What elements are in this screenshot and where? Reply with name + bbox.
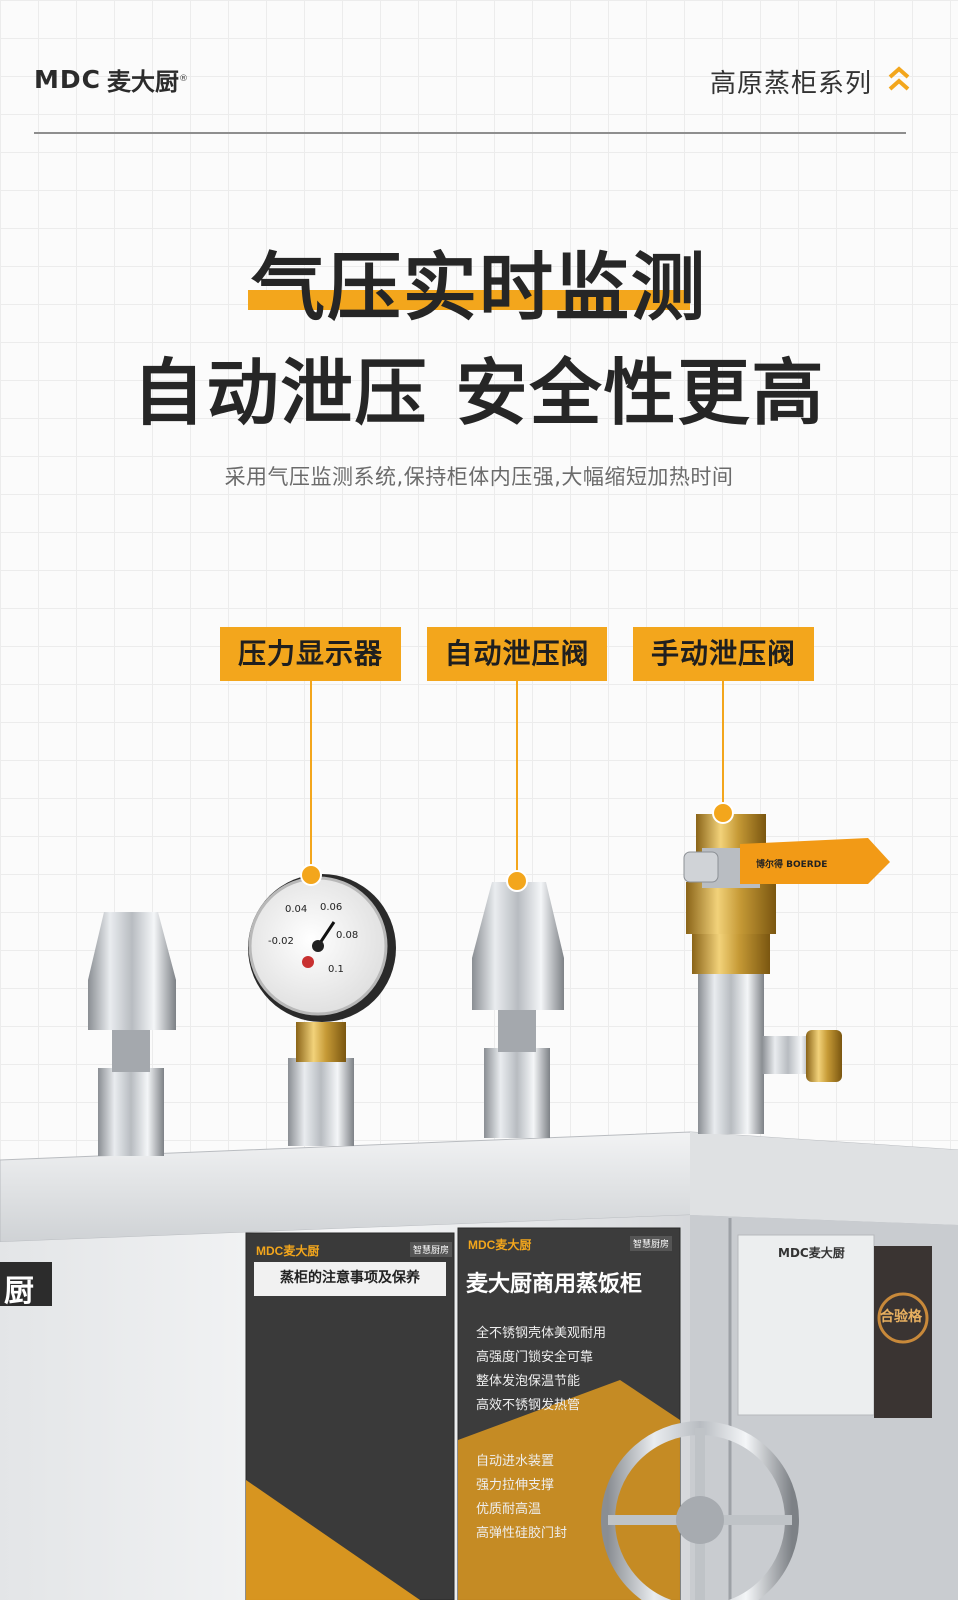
double-chevron-up-icon <box>888 66 910 91</box>
product-badge: 智慧厨房 <box>630 1236 673 1251</box>
feature-item: 优质耐高温 <box>476 1502 542 1517</box>
callout-connector <box>310 681 312 867</box>
notice-logo: MDC麦大厨 <box>256 1244 320 1258</box>
callout-auto-relief-valve: 自动泄压阀 <box>427 627 607 681</box>
series-title: 高原蒸柜系列 <box>709 69 872 99</box>
gauge-label: 0.1 <box>328 964 344 975</box>
feature-item: 高强度门锁安全可靠 <box>476 1350 594 1365</box>
title-highlight-bar <box>248 290 690 310</box>
steam-cabinet-illustration: 0.04 0.06 -0.02 0.08 0.1 <box>0 814 958 1600</box>
callout-marker <box>506 870 528 892</box>
feature-item: 整体发泡保温节能 <box>476 1374 581 1389</box>
gauge-label: 0.06 <box>320 902 342 913</box>
gauge-label: 0.04 <box>285 904 307 915</box>
callout-marker <box>712 802 734 824</box>
nameplate-logo: MDC麦大厨 <box>778 1246 845 1260</box>
header-divider <box>34 132 906 134</box>
registered-mark: ® <box>178 74 188 84</box>
feature-item: 高弹性硅胶门封 <box>476 1526 568 1541</box>
product-features: 全不锈钢壳体美观耐用 高强度门锁安全可靠 整体发泡保温节能 高效不锈钢发热管 <box>476 1322 606 1418</box>
feature-item: 全不锈钢壳体美观耐用 <box>476 1326 607 1341</box>
logo-latin: MDC <box>34 64 101 94</box>
feature-item: 自动进水装置 <box>476 1454 555 1469</box>
brand-logo: MDC 麦大厨 ® <box>34 64 188 96</box>
callout-manual-relief-valve: 手动泄压阀 <box>633 627 814 681</box>
product-title: 麦大厨商用蒸饭柜 <box>466 1272 643 1297</box>
gauge-label: -0.02 <box>268 936 294 947</box>
feature-item: 高效不锈钢发热管 <box>476 1398 581 1413</box>
cert-seal: 合验格 <box>880 1309 922 1325</box>
notice-badge: 智慧厨房 <box>410 1242 453 1257</box>
logo-cn: 麦大厨 <box>106 67 179 96</box>
product-logo: MDC麦大厨 <box>468 1238 532 1252</box>
feature-item: 强力拉伸支撑 <box>476 1478 555 1493</box>
side-logo: 厨 <box>4 1274 34 1309</box>
headline-2: 自动泄压 安全性更高 <box>132 351 826 435</box>
callout-connector <box>722 681 724 805</box>
callout-marker <box>300 864 322 886</box>
notice-title: 蒸柜的注意事项及保养 <box>280 1270 420 1286</box>
product-features-2: 自动进水装置 强力拉伸支撑 优质耐高温 高弹性硅胶门封 <box>476 1450 567 1546</box>
callout-connector <box>516 681 518 873</box>
valve-handle-brand: 博尔得 BOERDE <box>756 860 828 870</box>
callout-pressure-gauge: 压力显示器 <box>220 627 401 681</box>
gauge-label: 0.08 <box>336 930 358 941</box>
subtitle: 采用气压监测系统,保持柜体内压强,大幅缩短加热时间 <box>224 465 734 489</box>
headline-1: 气压实时监测 <box>251 245 707 331</box>
